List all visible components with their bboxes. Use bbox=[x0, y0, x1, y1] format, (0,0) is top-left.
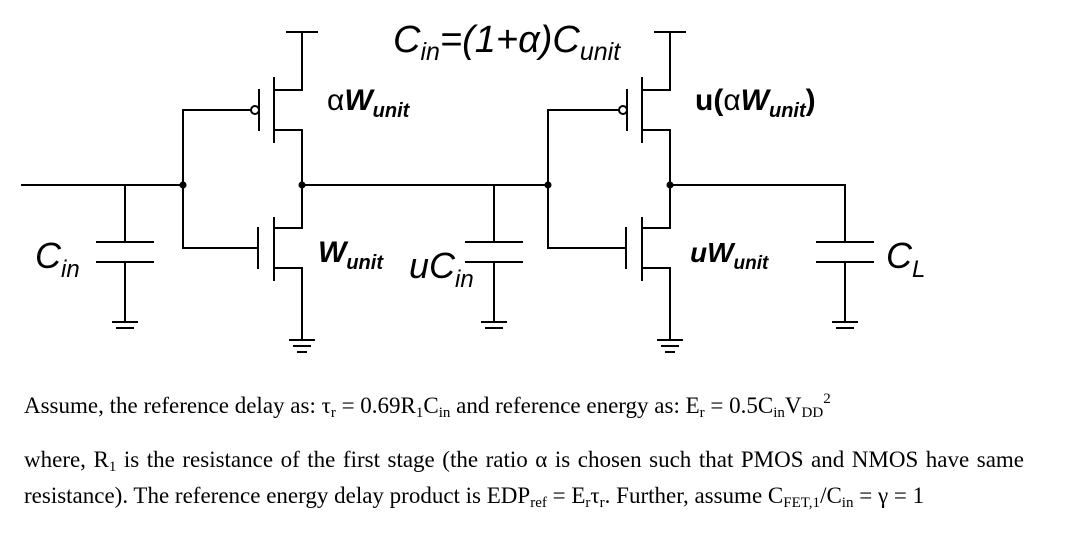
nmos-2-label: uWunit bbox=[690, 237, 769, 274]
ground-icon bbox=[657, 339, 683, 353]
stage-1-inverter bbox=[21, 31, 318, 353]
pmos-2 bbox=[618, 31, 686, 186]
nmos-2 bbox=[625, 184, 683, 353]
nmos-1 bbox=[257, 184, 315, 353]
pmos-1 bbox=[250, 31, 318, 186]
cap-mid-label: uCin bbox=[409, 245, 474, 293]
capacitor-cl bbox=[816, 184, 874, 329]
gate-wire-2 bbox=[547, 109, 627, 249]
stage-2-inverter bbox=[544, 31, 686, 353]
cap-in-label: Cin bbox=[35, 235, 80, 283]
diagram-title: Cin=(1+α)Cunit bbox=[393, 19, 621, 66]
reference-definitions: Assume, the reference delay as: τr = 0.6… bbox=[24, 391, 831, 421]
assumptions-paragraph: where, R1 is the resistance of the first… bbox=[24, 447, 1025, 511]
gate-wire-1 bbox=[182, 109, 259, 249]
problem-text: Assume, the reference delay as: τr = 0.6… bbox=[24, 388, 1024, 514]
nmos-1-label: Wunit bbox=[318, 236, 384, 274]
ground-icon bbox=[289, 339, 315, 353]
capacitor-ucin bbox=[465, 184, 523, 329]
inverter-chain-circuit: Cin=(1+α)Cunit αWunit Wunit u(αWunit) uW… bbox=[21, 19, 925, 353]
capacitor-cin bbox=[96, 184, 154, 329]
cap-load-label: CL bbox=[886, 235, 925, 283]
pmos-1-label: αWunit bbox=[327, 84, 411, 122]
pmos-2-label: u(αWunit) bbox=[695, 84, 816, 122]
